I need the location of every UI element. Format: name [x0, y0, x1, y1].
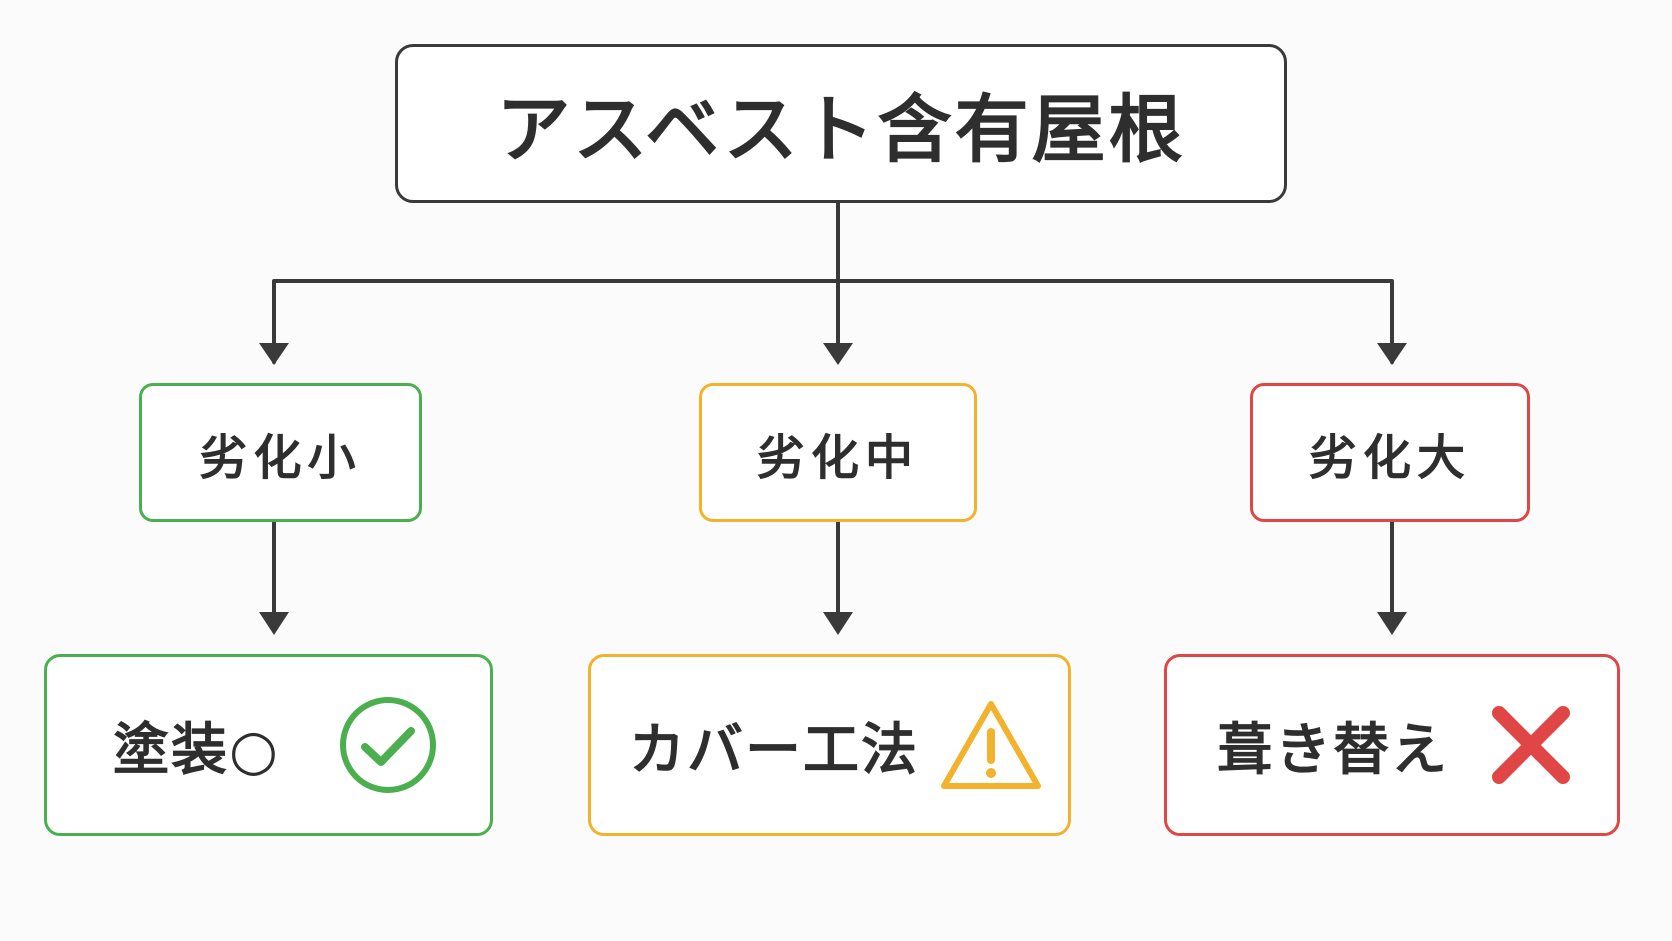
action-label-reroof: 葺き替え [1217, 717, 1449, 783]
cross-icon [1492, 706, 1570, 784]
condition-node-small: 劣化小 [139, 383, 422, 522]
arrowhead-mid-medium [823, 343, 853, 365]
action-node-paint: 塗装○ [44, 654, 493, 836]
arrowhead-leaf-paint [259, 612, 289, 635]
check-circle-icon [339, 697, 436, 793]
action-label-cover: カバー工法 [629, 717, 919, 783]
arrowhead-mid-large [1377, 343, 1407, 365]
root-node: アスベスト含有屋根 [395, 44, 1287, 203]
root-label: アスベスト含有屋根 [496, 87, 1186, 173]
arrowhead-mid-small [259, 343, 289, 365]
condition-label-small: 劣化小 [199, 429, 362, 486]
condition-node-medium: 劣化中 [699, 383, 977, 522]
action-label-paint: 塗装○ [113, 717, 280, 783]
warning-triangle-icon [941, 701, 1041, 789]
condition-label-large: 劣化大 [1308, 429, 1471, 486]
action-node-cover: カバー工法 [588, 654, 1071, 836]
condition-node-large: 劣化大 [1250, 383, 1530, 522]
arrowhead-leaf-cover [823, 612, 853, 635]
action-node-reroof: 葺き替え [1164, 654, 1620, 836]
arrowhead-leaf-reroof [1377, 612, 1407, 635]
condition-label-medium: 劣化中 [756, 429, 919, 486]
